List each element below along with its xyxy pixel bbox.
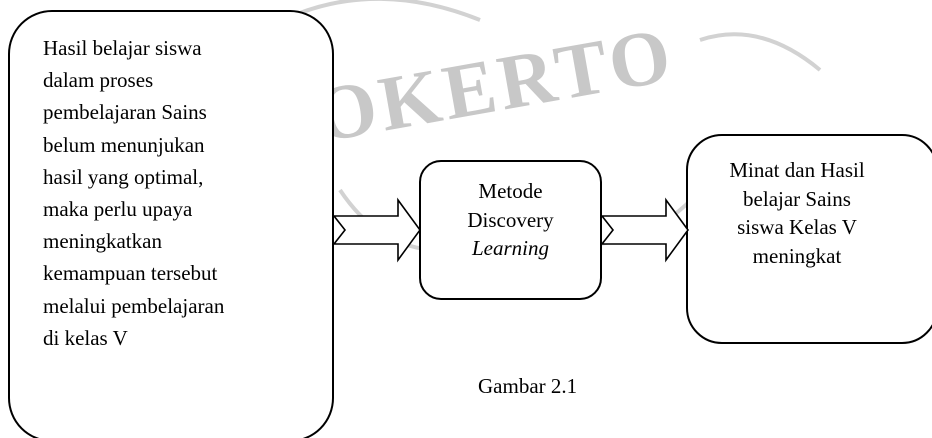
left-box-problem [8,10,334,438]
right-box-line-1: Minat dan Hasil [729,158,865,182]
left-box-line-8: kemampuan tersebut [43,261,218,286]
middle-box-line-3: Learning [471,236,549,260]
middle-box-line-1: Metode [478,179,543,203]
left-box-line-3: pembelajaran Sains [43,100,207,125]
left-box-line-4: belum menunjukan [43,132,205,157]
left-box-text: Hasil belajar siswa dalam proses pembelaja… [43,32,323,354]
arrow-left-to-middle [332,197,421,263]
left-box-line-9: melalui pembelajaran [43,293,225,318]
middle-box-line-2: Discovery [467,207,554,232]
middle-box-method: Metode Discovery Learning [419,160,602,300]
left-box-line-6: maka perlu upaya [43,197,193,222]
left-box-line-7: meningkatkan [43,229,162,254]
left-box-line-5: hasil yang optimal, [43,164,204,189]
right-box-outcome: Minat dan Hasil belajar Sains siswa Kelas … [686,134,932,344]
figure-caption: Gambar 2.1 [478,374,578,398]
right-box-line-4: meningkat [752,243,842,268]
arrow-middle-to-right [600,197,689,263]
left-box-line-1: Hasil belajar siswa [43,36,202,60]
middle-box-text: Metode Discovery Learning [421,177,600,263]
left-box-line-2: dalam proses [43,68,154,93]
left-box-line-10: di kelas V [43,325,128,350]
right-box-text: Minat dan Hasil belajar Sains siswa Kelas … [688,156,906,270]
right-box-line-2: belajar Sains [743,186,851,211]
right-box-line-3: siswa Kelas V [737,215,857,239]
